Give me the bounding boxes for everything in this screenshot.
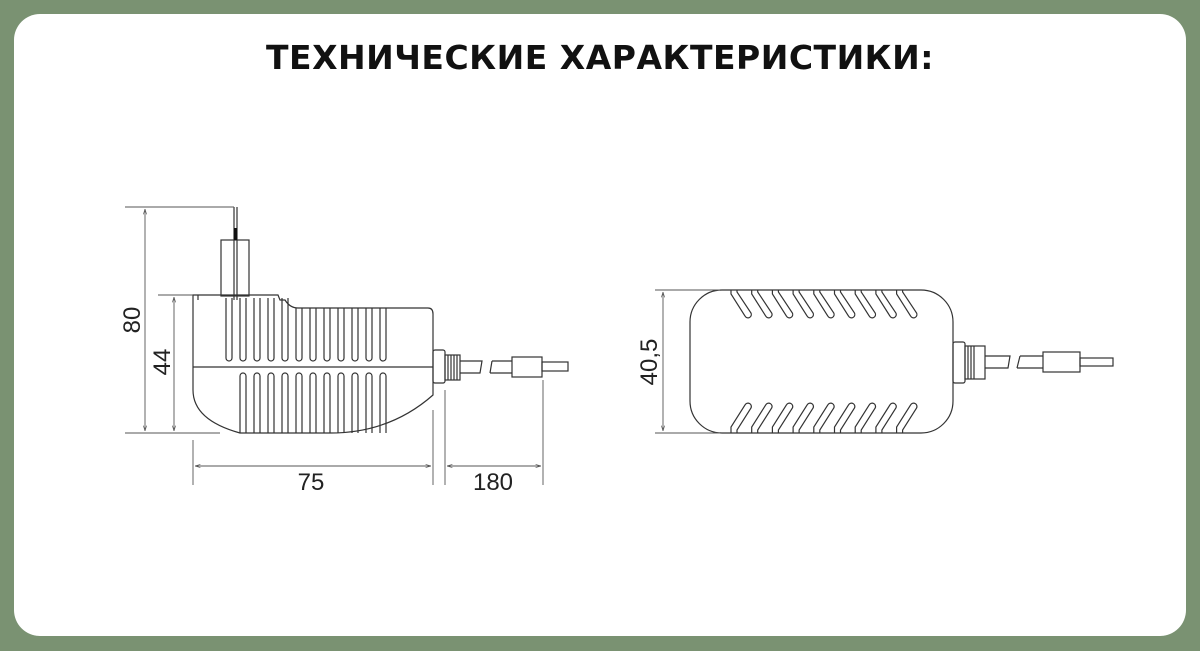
- vent-slot: [854, 402, 877, 433]
- vent-slot: [751, 290, 773, 319]
- dim-cable-length: 180: [473, 469, 513, 496]
- vent-slot: [295, 372, 303, 433]
- dim-total-height: 80: [119, 307, 146, 334]
- vent-slot: [253, 298, 261, 362]
- page-title: ТЕХНИЧЕСКИЕ ХАРАКТЕРИСТИКИ:: [266, 38, 934, 77]
- vent-slot: [267, 372, 275, 433]
- vent-slot: [771, 290, 794, 319]
- vent-slot: [771, 402, 794, 433]
- dim-body-height: 44: [149, 349, 176, 376]
- top-view: 40,5: [636, 289, 1114, 434]
- vent-slot: [225, 298, 233, 362]
- content-card: [14, 14, 1186, 636]
- vent-slot: [875, 402, 897, 433]
- vent-slot: [351, 308, 359, 362]
- vent-slot: [833, 290, 856, 319]
- vent-slot: [253, 372, 261, 433]
- vent-slot: [365, 372, 373, 433]
- side-vent-slots: [225, 298, 387, 433]
- adapter-body-top: [689, 289, 954, 434]
- vent-slot: [309, 372, 317, 433]
- vent-slot: [281, 372, 289, 433]
- vent-slot: [309, 308, 317, 362]
- vent-slot: [239, 298, 247, 362]
- vent-slot: [751, 402, 773, 433]
- vent-slot: [896, 402, 918, 433]
- vent-slot: [337, 308, 345, 362]
- adapter-body-side: [192, 294, 434, 434]
- vent-slot: [875, 290, 897, 319]
- dim-length: 75: [298, 469, 325, 496]
- vent-slot: [239, 372, 247, 433]
- vent-slot: [337, 372, 345, 433]
- vent-slot: [833, 402, 856, 433]
- vent-slot: [896, 290, 918, 319]
- vent-slot: [792, 290, 815, 319]
- vent-slot: [813, 290, 835, 319]
- vent-slot: [267, 298, 275, 362]
- vent-slot: [854, 290, 877, 319]
- plug-prongs: [220, 207, 250, 300]
- vent-slot: [379, 372, 387, 433]
- vent-slot: [323, 372, 331, 433]
- vent-slot: [281, 298, 289, 362]
- dim-width: 40,5: [636, 339, 663, 386]
- vent-slot: [323, 308, 331, 362]
- top-connector: [952, 341, 1114, 384]
- side-view: 80 44 75 180: [119, 206, 569, 496]
- vent-slot: [351, 372, 359, 433]
- vent-slot: [365, 308, 373, 362]
- vent-slot: [792, 402, 815, 433]
- vent-slot: [730, 402, 752, 433]
- side-connector: [432, 349, 569, 384]
- top-vent-slots: [730, 290, 918, 433]
- vent-slot: [379, 308, 387, 362]
- vent-slot: [813, 402, 835, 433]
- vent-slot: [730, 290, 752, 319]
- vent-slot: [295, 308, 303, 362]
